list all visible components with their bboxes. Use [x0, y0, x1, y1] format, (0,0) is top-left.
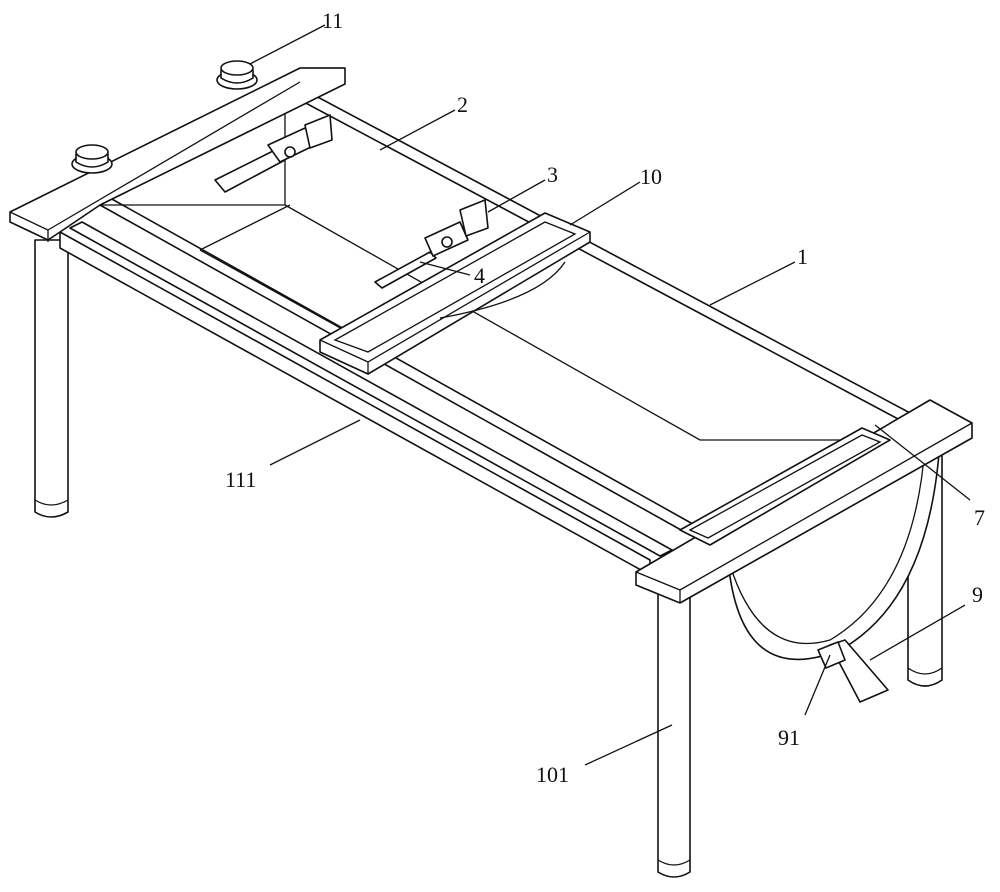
label-3: 3 [547, 162, 558, 187]
label-9: 9 [972, 582, 983, 607]
cylinders [215, 115, 488, 288]
label-10: 10 [640, 164, 662, 189]
label-11: 11 [322, 8, 343, 33]
outlet [818, 640, 888, 702]
label-111: 111 [225, 467, 256, 492]
label-101: 101 [536, 762, 569, 787]
label-91: 91 [778, 725, 800, 750]
label-1: 1 [797, 244, 808, 269]
label-2: 2 [457, 92, 468, 117]
label-7: 7 [974, 505, 985, 530]
label-4: 4 [474, 263, 485, 288]
